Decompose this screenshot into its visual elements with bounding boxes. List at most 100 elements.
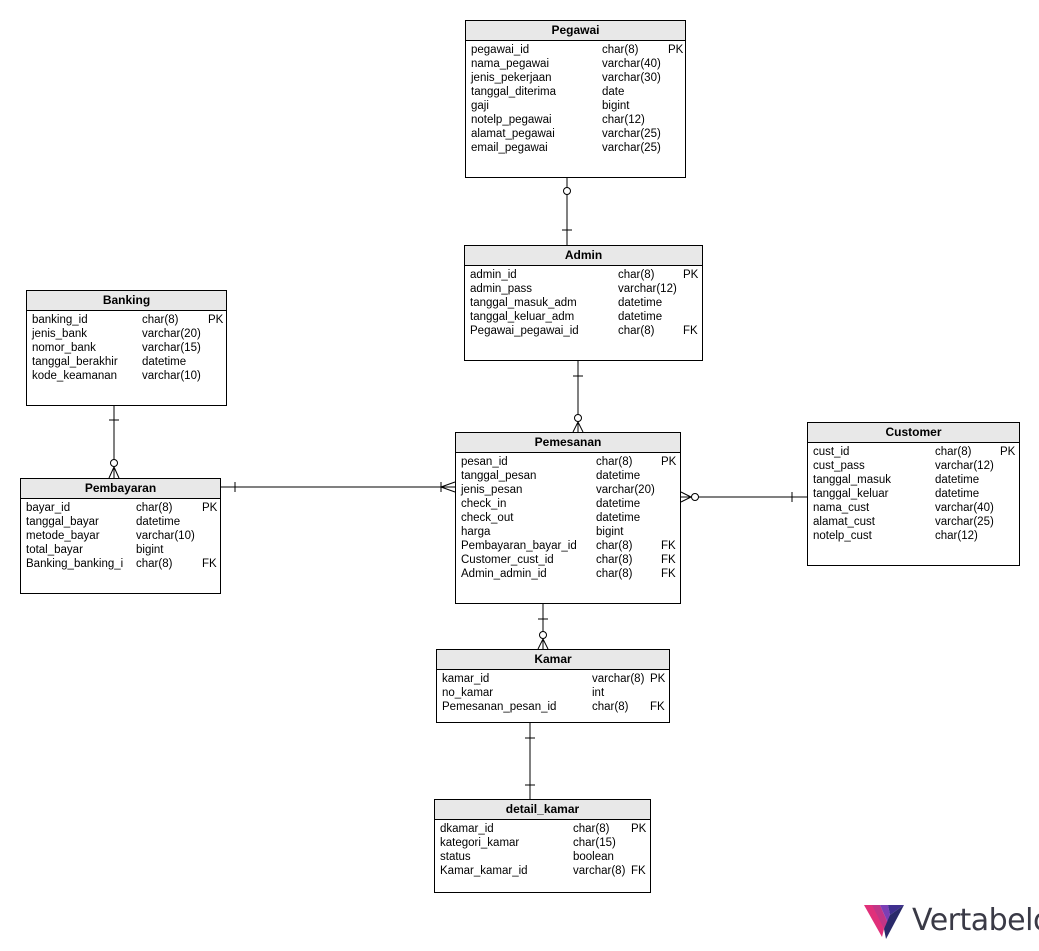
column-type: char(8) — [602, 44, 639, 56]
vertabelo-logo-text: Vertabelo — [912, 903, 1039, 938]
column-name: email_pegawai — [471, 142, 548, 154]
table-title: Pemesanan — [456, 433, 680, 453]
crows-foot — [680, 496, 692, 503]
optional-marker — [563, 187, 571, 195]
column-name: nama_cust — [813, 502, 870, 514]
column-name: total_bayar — [26, 544, 83, 556]
column-type: char(8) — [592, 701, 629, 713]
column-type: char(8) — [618, 325, 655, 337]
column-key: PK — [631, 823, 647, 835]
column-type: char(8) — [596, 540, 633, 552]
column-name: metode_bayar — [26, 530, 100, 542]
column-type: char(8) — [136, 502, 173, 514]
column-type: char(8) — [596, 456, 633, 468]
column-name: cust_pass — [813, 460, 865, 472]
column-type: date — [602, 86, 625, 98]
optional-marker — [539, 631, 547, 639]
column-name: Pemesanan_pesan_id — [442, 701, 557, 713]
column-type: varchar(12) — [935, 460, 994, 472]
column-type: char(8) — [596, 568, 633, 580]
column-name: pegawai_id — [471, 44, 530, 56]
column-name: gaji — [471, 100, 489, 112]
crows-foot — [537, 638, 544, 650]
column-name: kategori_kamar — [440, 837, 520, 849]
column-name: dkamar_id — [440, 823, 494, 835]
column-row: gaji bigint — [466, 99, 685, 113]
column-type: varchar(40) — [602, 58, 661, 70]
column-name: tanggal_diterima — [471, 86, 557, 98]
column-type: varchar(30) — [602, 72, 661, 84]
optional-marker — [691, 493, 699, 501]
column-name: Banking_banking_i — [26, 558, 124, 570]
column-type: char(8) — [935, 446, 972, 458]
column-name: tanggal_keluar_adm — [470, 311, 575, 323]
column-key: FK — [631, 865, 646, 877]
column-name: admin_id — [470, 269, 517, 281]
column-type: char(8) — [142, 314, 179, 326]
column-type: int — [592, 687, 605, 699]
column-name: notelp_cust — [813, 530, 872, 542]
column-name: Admin_admin_id — [461, 568, 547, 580]
column-name: alamat_cust — [813, 516, 876, 528]
column-type: datetime — [136, 516, 181, 528]
column-type: datetime — [618, 311, 663, 323]
column-type: datetime — [618, 297, 663, 309]
column-type: bigint — [602, 100, 630, 112]
column-name: tanggal_pesan — [461, 470, 537, 482]
column-type: boolean — [573, 851, 614, 863]
column-row: jenis_pekerjaan varchar(30) — [466, 71, 685, 85]
column-name: jenis_bank — [32, 328, 87, 340]
column-type: char(12) — [602, 114, 645, 126]
column-name: Pegawai_pegawai_id — [470, 325, 579, 337]
crows-foot — [680, 491, 692, 498]
column-row: cust_pass varchar(12) — [808, 459, 1019, 473]
column-key: PK — [650, 673, 666, 685]
column-row: tanggal_diterima date — [466, 85, 685, 99]
table-title: Admin — [465, 246, 702, 266]
column-type: varchar(20) — [596, 484, 655, 496]
crows-foot — [440, 486, 456, 493]
column-type: varchar(8) — [592, 673, 645, 685]
column-type: char(8) — [596, 554, 633, 566]
table-title: Banking — [27, 291, 226, 311]
crows-foot — [440, 481, 456, 488]
column-name: admin_pass — [470, 283, 533, 295]
column-type: varchar(12) — [618, 283, 677, 295]
column-name: check_out — [461, 512, 514, 524]
column-name: jenis_pekerjaan — [471, 72, 552, 84]
